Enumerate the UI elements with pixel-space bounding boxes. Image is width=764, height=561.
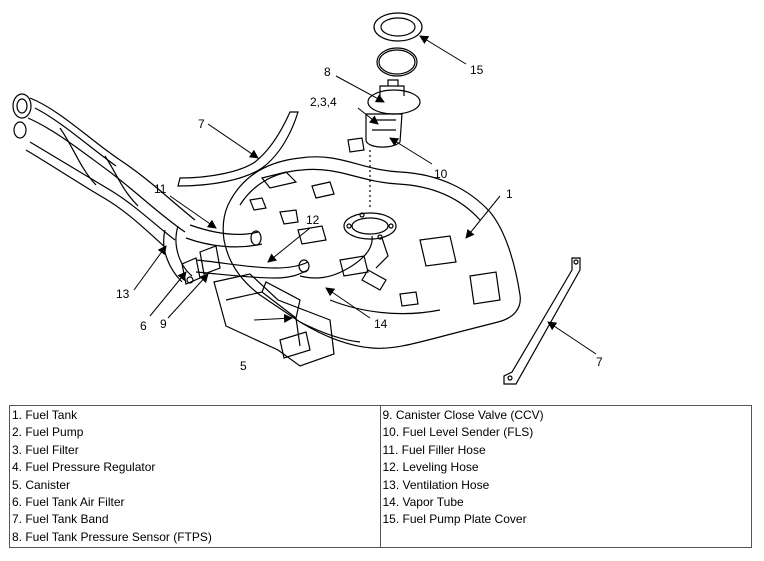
legend-item: 4. Fuel Pressure Regulator [12,460,156,475]
legend-item: 2. Fuel Pump [12,425,84,440]
callout-9: 9 [160,317,167,331]
callout-7-upper: 7 [198,117,205,131]
callout-10: 10 [434,167,448,181]
callout-2-3-4: 2,3,4 [310,95,337,109]
legend-item: 10. Fuel Level Sender (FLS) [382,425,534,440]
fuel-tank-drawing [222,156,521,349]
callout-13: 13 [116,287,130,301]
legend-item: 6. Fuel Tank Air Filter [12,495,125,510]
legend-item: 8. Fuel Tank Pressure Sensor (FTPS) [12,529,212,544]
fuel-filler-neck [12,93,196,249]
legend-item: 9. Canister Close Valve (CCV) [382,408,544,422]
legend-item: 15. Fuel Pump Plate Cover [382,512,527,527]
legend-item: 11. Fuel Filler Hose [382,442,486,457]
callout-leaders [133,35,597,355]
legend-column-left: 1. Fuel Tank 2. Fuel Pump 3. Fuel Filter… [10,406,381,547]
callout-6: 6 [140,319,147,333]
legend-item: 12. Leveling Hose [382,460,479,475]
parts-legend-table: 1. Fuel Tank 2. Fuel Pump 3. Fuel Filter… [9,405,752,548]
legend-item: 14. Vapor Tube [382,495,464,510]
fuel-system-diagram: 1 2,3,4 5 6 7 7 8 9 10 11 12 13 14 15 [12,12,603,385]
legend-item: 1. Fuel Tank [12,408,78,422]
legend-item: 13. Ventilation Hose [382,477,490,492]
legend-item: 7. Fuel Tank Band [12,512,109,527]
canister-drawing [163,225,335,367]
callout-14: 14 [374,317,388,331]
fuel-pump-module-drawing [347,12,423,210]
callout-11: 11 [154,182,167,196]
callout-5: 5 [240,359,247,373]
legend-item: 5. Canister [12,477,71,492]
callout-1: 1 [506,187,513,201]
legend-column-right: 9. Canister Close Valve (CCV) 10. Fuel L… [381,406,752,547]
legend-item: 3. Fuel Filter [12,442,79,457]
callout-15: 15 [470,63,484,77]
callout-8: 8 [324,65,331,79]
callout-7-lower: 7 [596,355,603,369]
callout-12: 12 [306,213,320,227]
fuel-tank-band-drawing [177,111,581,385]
